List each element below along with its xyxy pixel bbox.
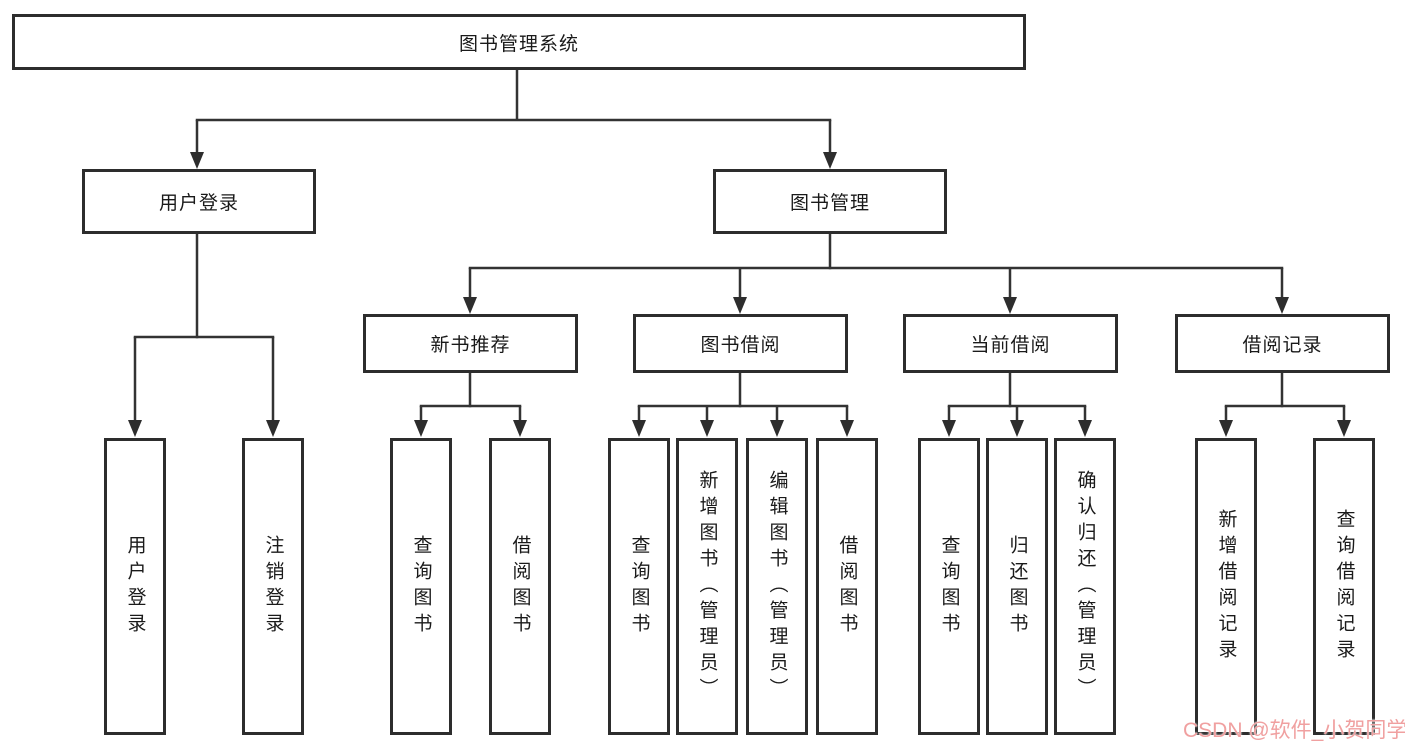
node-label: 图书管理系统	[458, 33, 579, 55]
leaf-label: 用户登录	[124, 534, 146, 639]
leaf-label: 借阅图书	[836, 534, 858, 639]
node-label: 图书借阅	[700, 335, 781, 356]
leaf-return-book: 归还图书	[986, 438, 1048, 735]
leaf-label: 借阅图书	[509, 534, 531, 639]
leaf-label: 查询图书	[410, 534, 432, 639]
node-borrow-records: 借阅记录	[1175, 314, 1390, 373]
leaf-query-book-current: 查询图书	[918, 438, 980, 735]
leaf-query-book-newbook: 查询图书	[390, 438, 452, 735]
node-book-management: 图书管理	[713, 169, 947, 234]
node-label: 图书管理	[789, 193, 870, 214]
node-label: 用户登录	[158, 193, 239, 214]
leaf-label: 新增借阅记录	[1215, 508, 1237, 665]
node-label: 当前借阅	[970, 335, 1051, 356]
leaf-label: 确认归还（管理员）	[1074, 469, 1096, 704]
leaf-label: 查询图书	[628, 534, 650, 639]
leaf-borrow-book-newbook: 借阅图书	[489, 438, 551, 735]
leaf-add-borrow-record: 新增借阅记录	[1195, 438, 1257, 735]
leaf-query-book-borrow: 查询图书	[608, 438, 670, 735]
leaf-add-book-admin: 新增图书（管理员）	[676, 438, 738, 735]
leaf-query-borrow-record: 查询借阅记录	[1313, 438, 1375, 735]
leaf-label: 查询借阅记录	[1333, 508, 1355, 665]
node-label: 借阅记录	[1242, 335, 1323, 356]
leaf-user-login: 用户登录	[104, 438, 166, 735]
node-label: 新书推荐	[430, 335, 511, 356]
csdn-watermark: CSDN @软件_小贺同学	[1183, 719, 1405, 742]
leaf-borrow-book: 借阅图书	[816, 438, 878, 735]
leaf-logout: 注销登录	[242, 438, 304, 735]
leaf-edit-book-admin: 编辑图书（管理员）	[746, 438, 808, 735]
leaf-label: 新增图书（管理员）	[696, 469, 718, 704]
leaf-label: 编辑图书（管理员）	[766, 469, 788, 704]
node-user-login: 用户登录	[82, 169, 316, 234]
node-root-system: 图书管理系统	[12, 14, 1026, 70]
leaf-label: 查询图书	[938, 534, 960, 639]
node-book-borrow: 图书借阅	[633, 314, 848, 373]
node-current-borrow: 当前借阅	[903, 314, 1118, 373]
leaf-label: 注销登录	[262, 534, 284, 639]
node-new-book-recommend: 新书推荐	[363, 314, 578, 373]
leaf-confirm-return-admin: 确认归还（管理员）	[1054, 438, 1116, 735]
leaf-label: 归还图书	[1006, 534, 1028, 639]
arrowheads	[128, 152, 1351, 437]
